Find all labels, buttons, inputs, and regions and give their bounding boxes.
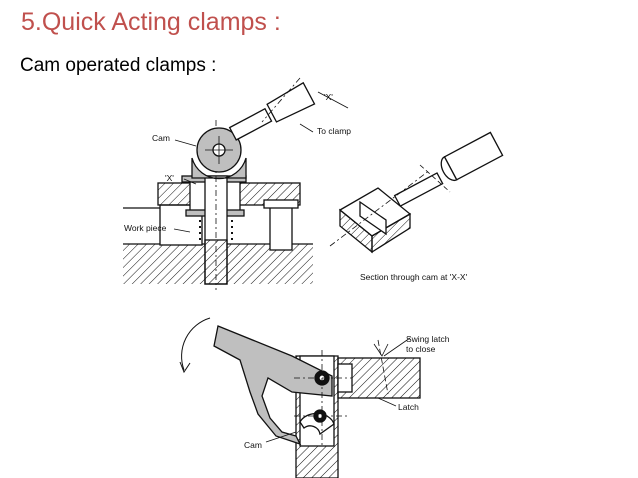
- label-swing-latch-2: to close: [406, 344, 436, 354]
- label-section: Section through cam at 'X-X': [360, 272, 468, 282]
- slide-subtitle: Cam operated clamps :: [20, 55, 217, 76]
- label-cam-top: Cam: [152, 133, 170, 143]
- cam-section-view: [329, 131, 504, 254]
- label-latch: Latch: [398, 402, 419, 412]
- label-x-left: 'X': [165, 173, 174, 183]
- label-to-clamp: To clamp: [317, 126, 351, 136]
- label-cam-bottom: Cam: [244, 440, 262, 450]
- slide-title: 5.Quick Acting clamps :: [21, 8, 281, 36]
- cam-clamp-assembly: [123, 77, 349, 290]
- swing-latch-assembly: [179, 317, 421, 478]
- label-swing-latch-1: Swing latch: [406, 334, 450, 344]
- label-work-piece: Work piece: [124, 223, 167, 233]
- label-x-top: 'X': [324, 92, 333, 102]
